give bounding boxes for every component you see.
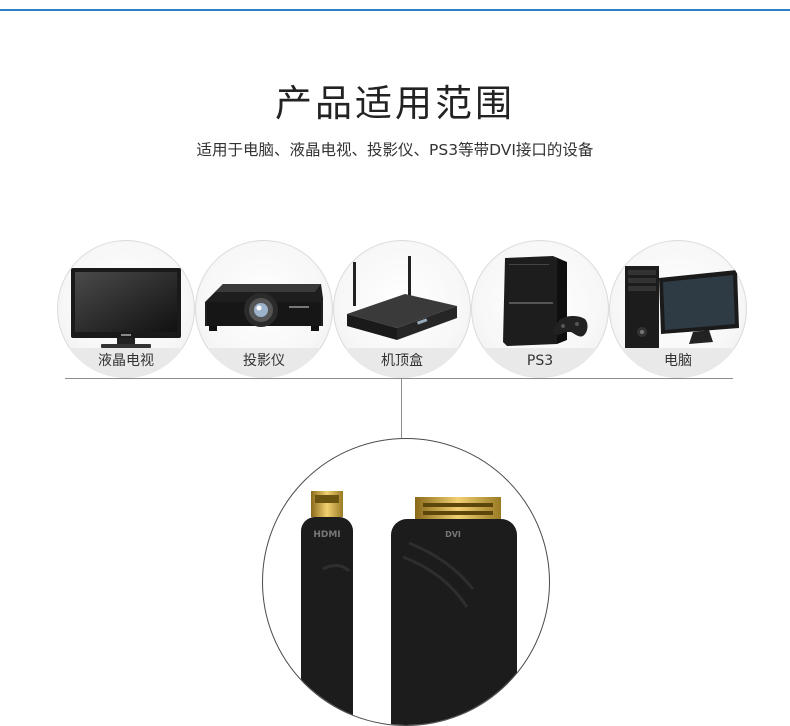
connector-horizontal-line [65,378,733,379]
device-label: 投影仪 [195,348,333,378]
hdmi-mark: HDMI [313,530,340,540]
device-set-top-box: 机顶盒 [333,240,471,378]
device-label: PS3 [471,348,609,378]
device-lcd-tv: 液晶电视 [57,240,195,378]
device-ps3: PS3 [471,240,609,378]
device-label: 液晶电视 [57,348,195,378]
hdmi-dvi-adapter-icon: HDMI DVI [301,491,517,725]
device-label: 机顶盒 [333,348,471,378]
set-top-box-icon [347,256,457,340]
dvi-mark: DVI [445,530,461,539]
ps3-console-icon [503,256,588,346]
projector-icon [205,284,323,331]
section-subtitle: 适用于电脑、液晶电视、投影仪、PS3等带DVI接口的设备 [196,141,594,159]
top-accent-rule [0,0,790,11]
section-title: 产品适用范围 [275,82,515,125]
lcd-tv-icon [71,268,181,348]
device-desktop-computer: 电脑 [609,240,747,378]
device-label: 电脑 [609,348,747,378]
connector-vertical-line [401,379,402,438]
desktop-computer-icon [625,266,739,348]
device-projector: 投影仪 [195,240,333,378]
adapter-closeup-circle: HDMI DVI [262,438,550,726]
